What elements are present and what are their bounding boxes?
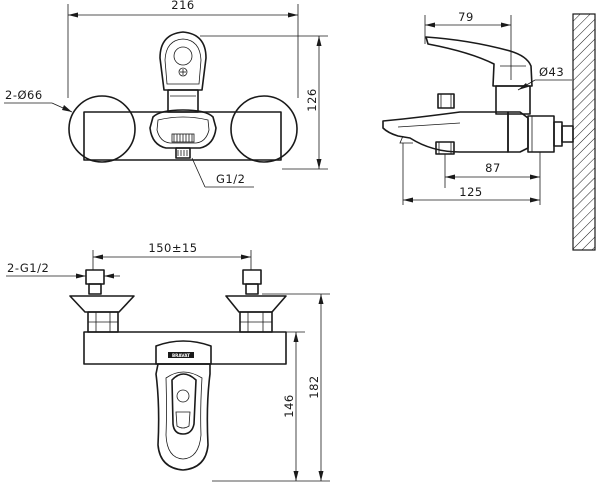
dimension-label: Ø43 bbox=[539, 65, 564, 79]
dimension-width-216: 216 bbox=[67, 0, 299, 98]
dimension-lever-reach: 79 bbox=[424, 10, 512, 80]
right-inlet bbox=[225, 269, 287, 333]
side-cartridge bbox=[495, 85, 531, 115]
right-flange bbox=[230, 95, 298, 163]
dimension-label: 2-Ø66 bbox=[5, 88, 43, 102]
top-view: 150±15 2-G1/2 bbox=[6, 241, 330, 482]
dimension-label: 150±15 bbox=[148, 241, 197, 255]
brand-mark: BRAVAT bbox=[172, 353, 190, 358]
dimension-total-depth: 125 bbox=[402, 143, 541, 205]
dimension-label: 216 bbox=[171, 0, 194, 12]
cartridge-housing bbox=[167, 89, 199, 113]
dimension-centre-distance: 150±15 bbox=[92, 241, 252, 270]
dimension-label: 2-G1/2 bbox=[7, 261, 49, 275]
dimension-spout-height: 146 bbox=[282, 331, 305, 481]
dimension-label: 87 bbox=[485, 161, 501, 175]
left-flange bbox=[68, 95, 136, 163]
dimension-thread: G1/2 bbox=[191, 157, 254, 188]
lever-handle bbox=[159, 31, 207, 91]
dimension-label: 79 bbox=[458, 10, 474, 24]
dimension-flange-diameter: 2-Ø66 bbox=[4, 88, 73, 113]
side-view: 79 Ø43 bbox=[382, 10, 596, 251]
dimension-spout-depth: 87 bbox=[444, 152, 541, 188]
spout-front bbox=[149, 109, 217, 159]
dimension-label: 146 bbox=[282, 394, 296, 417]
dimension-label: 182 bbox=[307, 375, 321, 398]
dimension-label: 126 bbox=[305, 88, 319, 111]
side-body bbox=[382, 111, 509, 153]
dimension-total-height: 182 bbox=[212, 293, 330, 482]
dimension-label: G1/2 bbox=[216, 172, 245, 186]
front-view: 216 126 bbox=[4, 0, 328, 188]
dimension-label: 125 bbox=[459, 185, 482, 199]
wall-section bbox=[572, 13, 596, 251]
dimension-height-126: 126 bbox=[200, 35, 328, 170]
mixer-body bbox=[83, 111, 282, 161]
top-spout: BRAVAT bbox=[155, 340, 212, 471]
left-inlet bbox=[69, 269, 135, 333]
top-body bbox=[83, 331, 287, 365]
side-lever bbox=[425, 36, 533, 87]
dimension-inlet-threads: 2-G1/2 bbox=[6, 261, 120, 279]
